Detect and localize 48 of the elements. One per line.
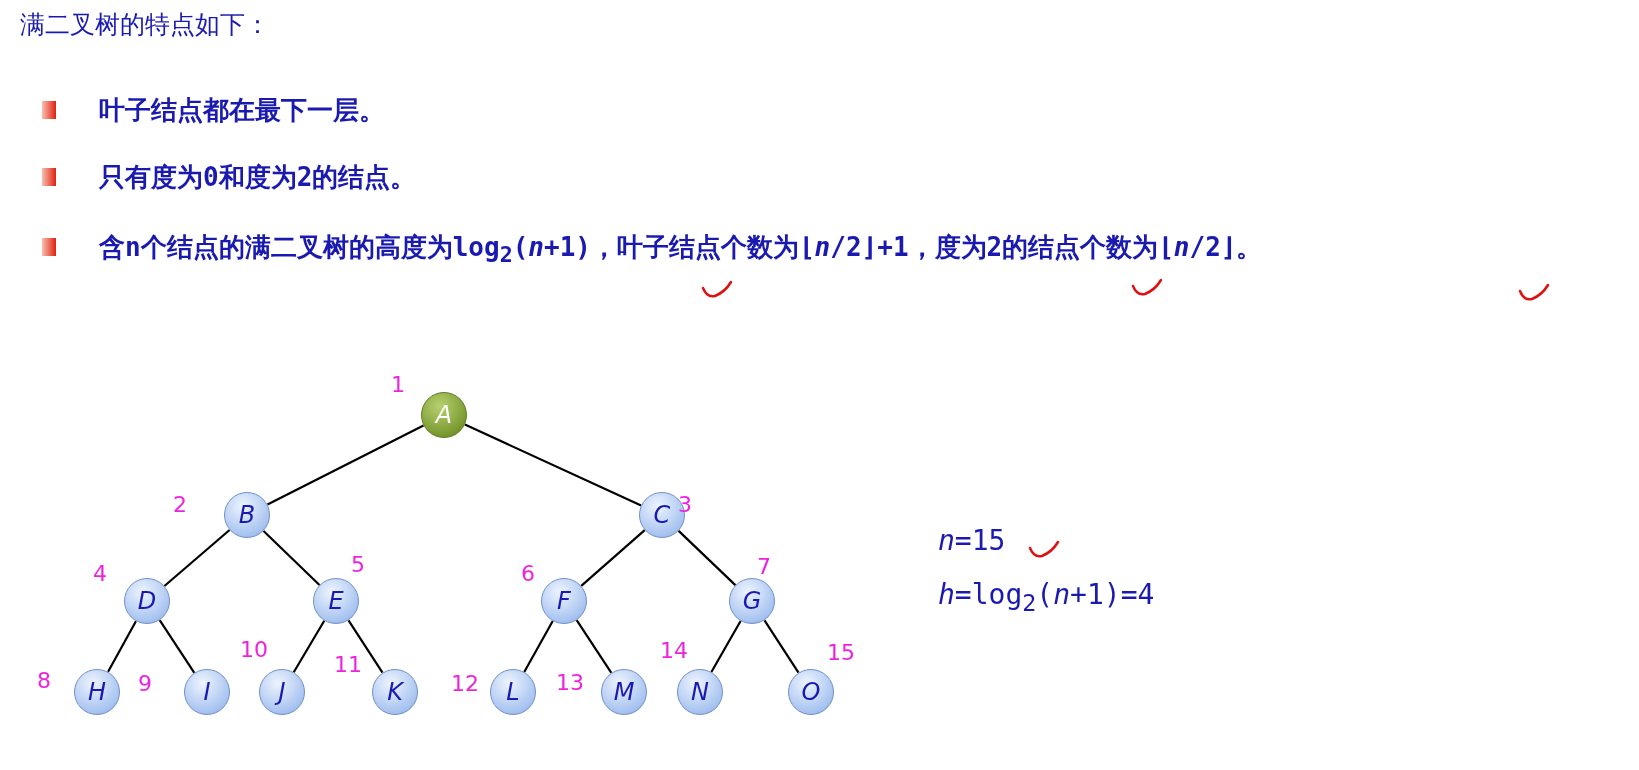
- tree-node-circle: E: [313, 578, 359, 624]
- tree-edge: [262, 530, 321, 586]
- node-number: 8: [37, 668, 51, 693]
- tree-node-circle: L: [490, 669, 536, 715]
- node-number: 15: [827, 640, 855, 665]
- node-number: 14: [660, 638, 688, 663]
- tree-node-circle: O: [788, 669, 834, 715]
- node-number: 1: [391, 372, 405, 397]
- tree-node-circle: F: [541, 578, 587, 624]
- tree-node-circle: G: [729, 578, 775, 624]
- node-number: 5: [351, 552, 365, 577]
- node-number: 13: [556, 670, 584, 695]
- tree-edge: [710, 620, 742, 673]
- tree-node-circle: N: [677, 669, 723, 715]
- tree-node-circle: B: [224, 492, 270, 538]
- tree-edge: [575, 619, 613, 674]
- node-number: 4: [93, 561, 107, 586]
- tree-edge: [523, 620, 554, 673]
- tree-edge: [763, 619, 800, 674]
- tree-node-circle: I: [184, 669, 230, 715]
- tree-node-circle: A: [421, 392, 467, 438]
- tree-edge: [347, 619, 384, 674]
- bullet-text: 只有度为0和度为2的结点。: [99, 161, 417, 194]
- tree-edge: [580, 529, 646, 587]
- tree-edge: [464, 423, 642, 507]
- tree-node-circle: H: [74, 669, 120, 715]
- tree-node-circle: J: [259, 669, 305, 715]
- tree-edge: [677, 530, 737, 586]
- tree-edge: [107, 620, 137, 673]
- node-number: 11: [334, 652, 362, 677]
- tree-node-circle: M: [601, 669, 647, 715]
- bullet-text: 含n个结点的满二叉树的高度为log$_{2}$(n+1)，叶子结点个数为⌊n/2⌋+1，度为2的结点个数为⌊n/2⌋。: [99, 231, 1263, 268]
- tree-node-circle: K: [372, 669, 418, 715]
- tree-edge: [158, 619, 196, 674]
- tree-edge: [267, 424, 424, 506]
- node-number: 9: [138, 671, 152, 696]
- tree-edge: [292, 620, 326, 673]
- bullet-text: 叶子结点都在最下一层。: [99, 94, 385, 127]
- node-number: 10: [240, 637, 268, 662]
- node-number: 6: [521, 561, 535, 586]
- heading: 满二叉树的特点如下：: [20, 9, 270, 41]
- node-number: 2: [173, 492, 187, 517]
- node-number: 7: [757, 554, 771, 579]
- tree-edge: [163, 529, 231, 587]
- node-number: 12: [451, 671, 479, 696]
- formula: h=log$_{2}$(n+1)=4: [938, 578, 1155, 617]
- tree-node-circle: D: [124, 578, 170, 624]
- formula: n=15: [938, 524, 1006, 557]
